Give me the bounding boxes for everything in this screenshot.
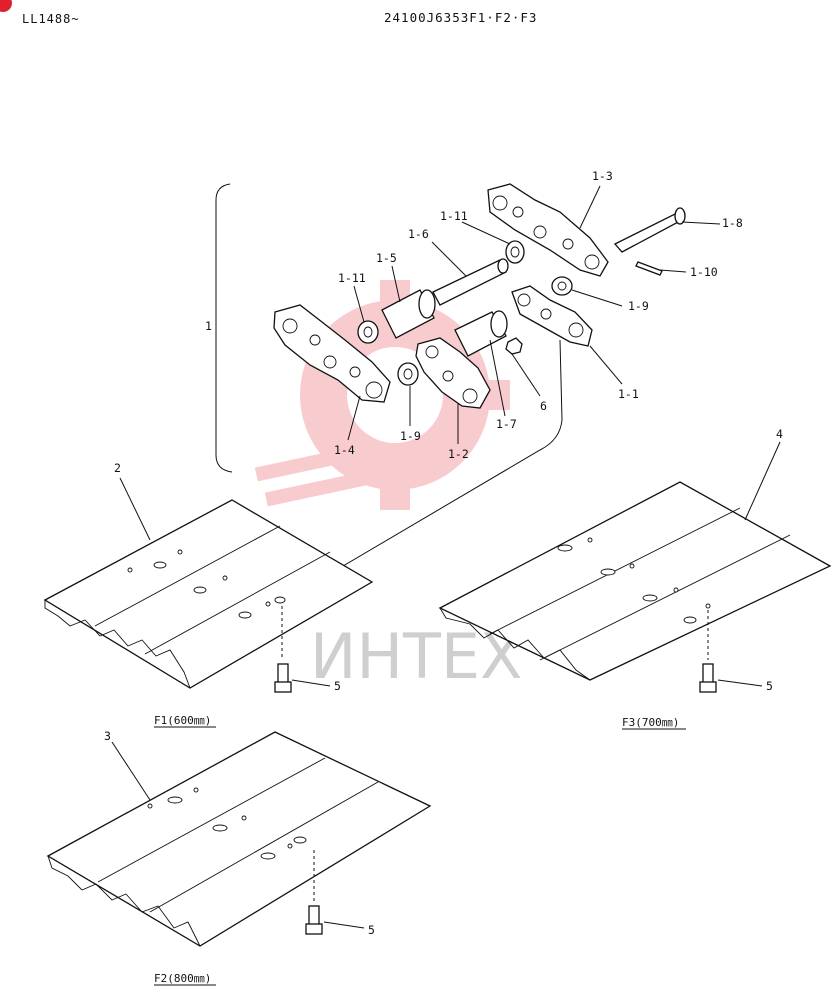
shoe-f1-part — [43, 499, 374, 689]
assembly-bracket — [215, 183, 233, 473]
label-assembly: 1 — [205, 319, 212, 333]
leader-1-1 — [589, 345, 623, 385]
label-1-3: 1-3 — [592, 169, 613, 183]
label-1-11-left: 1-11 — [338, 271, 366, 285]
link-1-3-part — [487, 183, 609, 277]
seal-right-part — [505, 240, 525, 264]
leader-assembly-to-shoe — [281, 339, 563, 603]
label-6: 6 — [540, 399, 547, 413]
leader-shoe-f1 — [119, 477, 151, 541]
bolt-f1-part — [274, 663, 292, 693]
link-1-1-part — [511, 285, 593, 347]
leader-1-8 — [681, 221, 721, 225]
label-1-6: 1-6 — [408, 227, 429, 241]
sheet-id: LL1488~ — [22, 12, 80, 26]
leader-1-6 — [431, 241, 467, 277]
label-bolt-f3: 5 — [766, 679, 773, 693]
leader-shoe-f2 — [111, 741, 151, 801]
shoe-f2-part — [46, 731, 432, 947]
pin-long-part — [432, 258, 509, 306]
nut-part — [505, 337, 523, 355]
leader-1-3 — [579, 185, 601, 229]
leader-bolt-f3 — [717, 679, 763, 687]
label-bolt-f1: 5 — [334, 679, 341, 693]
stopper-pin-part — [635, 261, 663, 276]
leader-1-11-left — [353, 285, 365, 323]
label-shoe-f1: 2 — [114, 461, 121, 475]
label-bolt-f2: 5 — [368, 923, 375, 937]
spacer-right-part — [551, 276, 573, 296]
label-1-1: 1-1 — [618, 387, 639, 401]
label-1-4: 1-4 — [334, 443, 355, 457]
bolt-f2-part — [305, 905, 323, 935]
leader-bolt-f2 — [323, 921, 365, 929]
corner-badge — [0, 0, 12, 12]
label-1-11-right: 1-11 — [440, 209, 468, 223]
link-1-2-part — [415, 337, 491, 409]
bolt-f3-part — [699, 663, 717, 693]
label-1-10: 1-10 — [690, 265, 718, 279]
label-shoe-f3: 4 — [776, 427, 783, 441]
leader-1-11-right — [461, 221, 511, 245]
link-1-4-part — [273, 304, 391, 403]
caption-f3: F3(700㎜) — [622, 716, 679, 729]
spacer-left-part — [397, 362, 419, 386]
master-pin-part — [613, 207, 686, 253]
leader-1-10 — [659, 269, 687, 273]
label-1-2: 1-2 — [448, 447, 469, 461]
label-1-9-left: 1-9 — [400, 429, 421, 443]
leader-6 — [511, 353, 541, 397]
leader-bolt-f1 — [291, 679, 331, 687]
label-1-5: 1-5 — [376, 251, 397, 265]
shoe-f3-part — [438, 481, 832, 681]
caption-f1: F1(600㎜) — [154, 714, 211, 727]
leader-1-9-right — [571, 289, 623, 307]
leader-1-5 — [391, 265, 401, 303]
bushing-part — [381, 289, 436, 339]
leader-1-4 — [347, 395, 361, 441]
caption-f2: F2(800㎜) — [154, 972, 211, 985]
label-shoe-f2: 3 — [104, 729, 111, 743]
label-1-7: 1-7 — [496, 417, 517, 431]
drawing-number: 24100J6353F1·F2·F3 — [384, 10, 538, 25]
bushing-short-part — [454, 310, 508, 357]
label-1-9-right: 1-9 — [628, 299, 649, 313]
watermark-text: ИНТЕХ — [310, 620, 523, 693]
leader-1-7 — [489, 339, 506, 417]
label-1-8: 1-8 — [722, 216, 743, 230]
seal-left-part — [357, 320, 379, 344]
leader-shoe-f3 — [744, 441, 781, 521]
